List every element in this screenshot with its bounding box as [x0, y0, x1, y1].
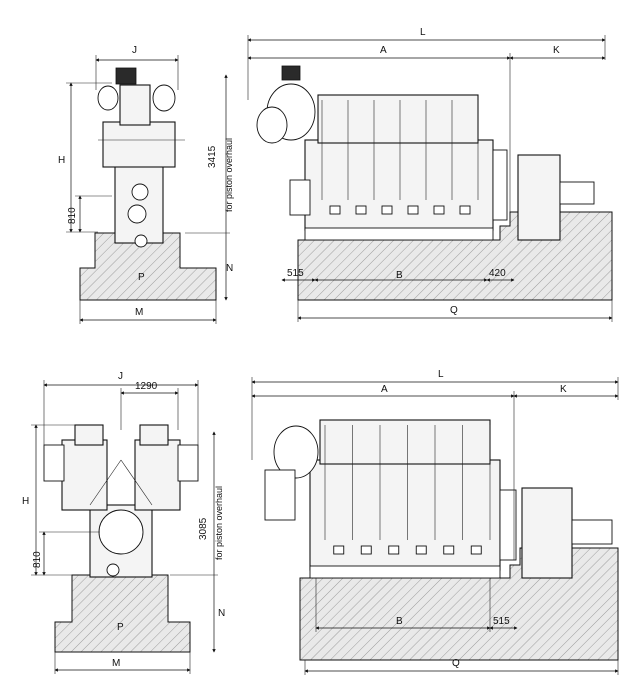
- top-front-shaft-circle: [134, 234, 148, 248]
- top-side-engine-block: [304, 139, 494, 231]
- top-side-coupling: [559, 181, 595, 205]
- bottom-side-generator: [521, 487, 573, 579]
- top-side-label-l: L: [420, 27, 426, 38]
- bottom-side-front-housing: [264, 469, 296, 521]
- top-front-label-n: N: [226, 263, 233, 274]
- bottom-front-label-j: J: [118, 371, 123, 382]
- cylinder-port: [459, 205, 471, 215]
- top-front-label-j: J: [132, 45, 137, 56]
- bottom-front-shaft-circle: [106, 563, 120, 577]
- bottom-front-label-3085: 3085: [198, 517, 209, 540]
- bottom-side-view: L A K B 515 Q: [251, 369, 619, 675]
- top-side-label-b: B: [396, 270, 403, 281]
- cylinder-port: [388, 545, 400, 555]
- bottom-side-label-k: K: [560, 384, 567, 395]
- bottom-front-right-bank: [134, 439, 181, 511]
- bottom-side-label-l: L: [438, 369, 444, 380]
- top-side-label-k: K: [553, 45, 560, 56]
- bottom-side-cylinders: [324, 425, 491, 555]
- bottom-front-right-cooler: [177, 444, 199, 482]
- top-front-right-housing: [152, 84, 176, 112]
- cylinder-port: [329, 205, 341, 215]
- bottom-front-label-h: H: [22, 496, 29, 507]
- cylinder-port: [407, 205, 419, 215]
- top-front-head: [119, 84, 151, 126]
- cylinder-port: [443, 545, 455, 555]
- top-side-turbo-inlet: [256, 106, 288, 144]
- top-front-crank-circle: [131, 183, 149, 201]
- bottom-front-label-n: N: [218, 608, 225, 619]
- cylinder-port: [415, 545, 427, 555]
- top-side-cylinders: [321, 100, 479, 215]
- bottom-front-label-p: P: [117, 622, 124, 633]
- top-side-label-a: A: [380, 45, 387, 56]
- bottom-front-left-cooler: [43, 444, 65, 482]
- bottom-side-label-515: 515: [493, 616, 510, 627]
- bottom-front-left-head: [74, 424, 104, 446]
- top-side-generator: [517, 154, 561, 241]
- cylinder-port: [355, 205, 367, 215]
- bottom-side-flywheel-housing: [499, 489, 517, 561]
- top-side-label-420: 420: [489, 268, 506, 279]
- cylinder-port: [470, 545, 482, 555]
- bottom-front-label-1290: 1290: [135, 381, 158, 392]
- top-side-exhaust-top: [281, 65, 301, 81]
- top-front-view: J H 810 3415 for piston overhaul N P M: [58, 45, 234, 324]
- cylinder-port: [381, 205, 393, 215]
- top-front-exhaust-top: [115, 67, 137, 85]
- bottom-side-label-a: A: [381, 384, 388, 395]
- bottom-side-cylinder-head: [319, 419, 491, 465]
- bottom-front-view: J 1290 H 810 3085 for piston overhaul N …: [22, 371, 225, 674]
- bottom-front-v-right: [120, 459, 153, 506]
- top-side-label-q: Q: [450, 305, 458, 316]
- top-front-label-p: P: [138, 272, 145, 283]
- top-side-cylinder-head: [317, 94, 479, 144]
- cylinder-port: [433, 205, 445, 215]
- top-side-view: L A K 515 B 420 Q: [247, 27, 613, 322]
- bottom-side-base-frame: [309, 565, 501, 579]
- top-front-cylinder-block: [102, 121, 176, 168]
- top-side-label-515: 515: [287, 268, 304, 279]
- top-front-label-h: H: [58, 155, 65, 166]
- bottom-side-label-q: Q: [452, 658, 460, 669]
- top-side-front-housing: [289, 179, 311, 216]
- bottom-front-right-head: [139, 424, 169, 446]
- top-front-label-810: 810: [67, 207, 78, 224]
- top-front-crankcase: [114, 164, 164, 244]
- top-front-left-housing: [97, 85, 119, 111]
- bottom-front-left-bank: [61, 439, 108, 511]
- bottom-front-label-810: 810: [32, 551, 43, 568]
- bottom-side-label-b: B: [396, 616, 403, 627]
- top-front-label-3415: 3415: [207, 145, 218, 168]
- bottom-side-coupling: [571, 519, 613, 545]
- bottom-front-v-left: [89, 459, 122, 506]
- cylinder-port: [360, 545, 372, 555]
- top-front-label-m: M: [135, 307, 143, 318]
- bottom-front-foundation: [54, 574, 191, 653]
- bottom-side-turbocharger: [273, 425, 319, 479]
- bottom-front-label-m: M: [112, 658, 120, 669]
- top-front-label-overhaul: for piston overhaul: [224, 138, 234, 212]
- bottom-front-label-overhaul: for piston overhaul: [214, 486, 224, 560]
- top-front-gear-circle: [127, 204, 147, 224]
- top-side-base-frame: [304, 227, 494, 241]
- cylinder-port: [333, 545, 345, 555]
- top-side-flywheel-housing: [492, 149, 508, 221]
- bottom-front-crank-circle: [98, 509, 144, 555]
